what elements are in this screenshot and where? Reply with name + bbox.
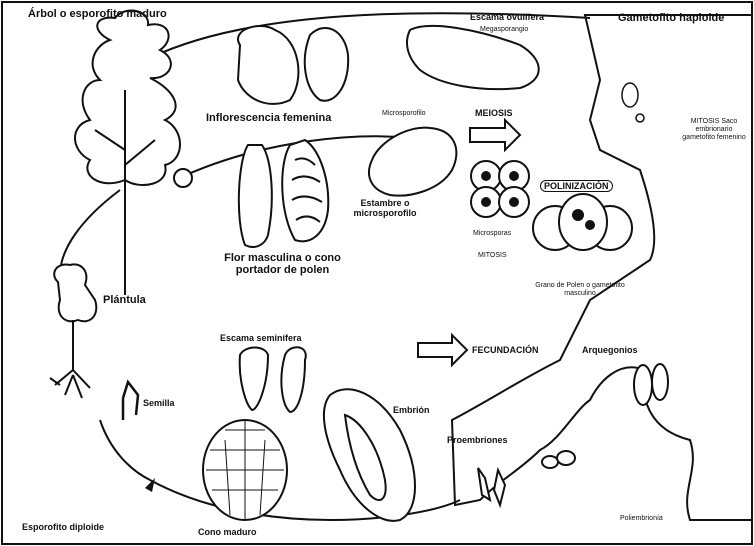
- proembryos: [478, 451, 575, 505]
- label-proembriones: Proembriones: [447, 435, 508, 445]
- microspore-tetrad: [471, 161, 529, 217]
- label-arquegonios: Arquegonios: [582, 345, 638, 355]
- archegonia: [634, 364, 668, 405]
- label-fecundacion: FECUNDACIÓN: [472, 345, 539, 355]
- male-cone: [239, 140, 328, 247]
- label-mitosis: MITOSIS: [478, 252, 507, 260]
- label-microsporas: Microsporas: [473, 230, 511, 238]
- label-polinizacion: POLINIZACIÓN: [540, 180, 613, 192]
- ovuliferous-scale: [407, 26, 539, 89]
- label-mitosis-saco: MITOSIS Saco embrionario gametofito feme…: [680, 118, 748, 142]
- seed: [123, 382, 138, 420]
- label-cono-maduro: Cono maduro: [198, 527, 257, 537]
- female-inflorescence: [238, 26, 348, 104]
- cycle-arrow-left: [60, 190, 120, 275]
- pollen-grain: [533, 194, 632, 250]
- label-poliembrionia: Poliembrionía: [620, 515, 663, 523]
- label-arbol: Árbol o esporofito maduro: [28, 8, 88, 20]
- label-megasporangio: Megasporangio: [480, 26, 528, 34]
- label-escama-seminifera: Escama seminífera: [220, 333, 302, 343]
- label-embrion: Embrión: [393, 405, 430, 415]
- label-flor-masculina: Flor masculina o cono portador de polen: [205, 252, 360, 276]
- label-grano-polen: Grano de Polen o gametofito masculino: [525, 282, 635, 298]
- seedling: [50, 264, 96, 398]
- stamen: [369, 128, 456, 196]
- label-microsporofilo-small: Microsporofilo: [382, 110, 426, 118]
- tree-illustration: [75, 11, 192, 295]
- label-estambre: Estambre o microsporofilo: [335, 198, 435, 218]
- seminiferous-scales: [240, 347, 306, 412]
- mature-cone: [203, 420, 287, 520]
- label-semilla: Semilla: [143, 398, 175, 408]
- label-meiosis: MEIOSIS: [475, 108, 513, 118]
- fertilization-arrow: [418, 335, 467, 365]
- label-gametofito-haploide: Gametofito haploide: [618, 12, 724, 24]
- label-esporofito-diploide: Esporofito diploide: [22, 522, 104, 532]
- meiosis-arrow: [470, 120, 520, 150]
- label-inflorescencia: Inflorescencia femenina: [206, 112, 331, 124]
- label-escama-ovulifera: Escama ovulífera: [470, 12, 544, 22]
- label-plantula: Plántula: [103, 294, 146, 306]
